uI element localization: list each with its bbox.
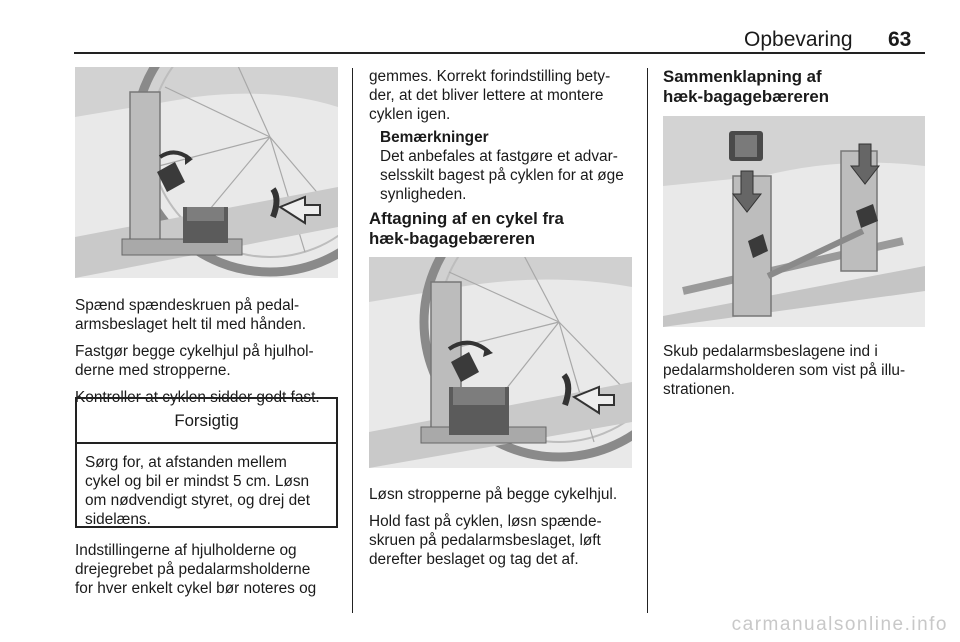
column-divider-left bbox=[352, 68, 353, 613]
paragraph: Fastgør begge cykelhjul på hjulhol- dern… bbox=[75, 343, 314, 379]
carrier-folding-illustration bbox=[663, 116, 925, 327]
paragraph: Løsn stropperne på begge cykelhjul. bbox=[369, 486, 618, 503]
note-block: Bemærkninger Det anbefales at fastgøre e… bbox=[380, 128, 645, 204]
watermark-brand: carmanualsonline.info bbox=[731, 614, 948, 635]
note-text: Det anbefales at fastgøre et advar- sels… bbox=[380, 148, 624, 203]
page-title: Opbevaring bbox=[744, 28, 853, 51]
caution-text: Sørg for, at afstanden mellem cykel og b… bbox=[85, 454, 310, 528]
pedal-clamp-figure bbox=[75, 67, 338, 278]
paragraph: Skub pedalarmsbeslagene ind i pedalarmsh… bbox=[663, 343, 906, 398]
header-divider bbox=[74, 52, 925, 54]
paragraph: gemmes. Korrekt forindstilling bety- der… bbox=[369, 68, 611, 123]
caution-heading: Forsigtig bbox=[77, 399, 336, 444]
folding-figure bbox=[663, 116, 925, 327]
column-divider-right bbox=[647, 68, 648, 613]
release-figure bbox=[369, 257, 632, 468]
note-label: Bemærkninger bbox=[380, 129, 489, 146]
paragraph: Hold fast på cyklen, løsn spænde- skruen… bbox=[369, 513, 602, 568]
paragraph: Spænd spændeskruen på pedal- armsbeslage… bbox=[75, 297, 306, 333]
paragraph: Indstillingerne af hjulholderne og dreje… bbox=[75, 542, 317, 597]
section-heading: Sammenklapning af hæk-bagagebæreren bbox=[663, 67, 829, 106]
section-heading: Aftagning af en cykel fra hæk-bagagebære… bbox=[369, 209, 564, 248]
bike-carrier-pedal-clamp-illustration bbox=[75, 67, 338, 278]
bike-carrier-release-illustration bbox=[369, 257, 632, 468]
page-number: 63 bbox=[888, 28, 912, 51]
caution-box: Forsigtig Sørg for, at afstanden mellem … bbox=[75, 397, 338, 528]
